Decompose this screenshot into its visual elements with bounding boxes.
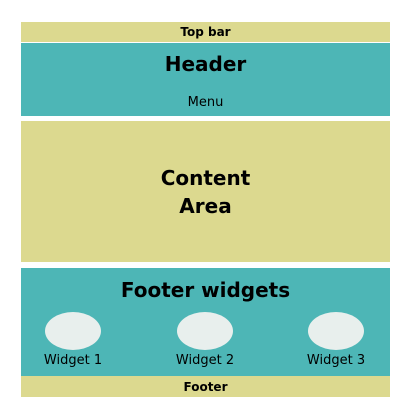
content-area: Content Area — [21, 121, 390, 262]
footer-label: Footer — [183, 379, 228, 394]
widget-1: Widget 1 — [33, 312, 113, 368]
content-area-title: Content Area — [160, 165, 251, 218]
footer-widgets: Footer widgets Widget 1 Widget 2 Widget … — [21, 268, 390, 376]
footer: Footer — [21, 376, 390, 397]
widget-2: Widget 2 — [165, 312, 245, 368]
widget-1-label: Widget 1 — [43, 353, 103, 368]
widget-3-oval — [308, 312, 364, 350]
header: Header Menu — [21, 43, 390, 116]
widget-3-label: Widget 3 — [306, 353, 366, 368]
widget-2-oval — [177, 312, 233, 350]
top-bar-label: Top bar — [180, 25, 231, 39]
menu-label: Menu — [187, 95, 224, 110]
widget-3: Widget 3 — [296, 312, 376, 368]
header-title: Header — [164, 52, 247, 76]
widget-1-oval — [45, 312, 101, 350]
top-bar: Top bar — [21, 22, 390, 42]
footer-widgets-title: Footer widgets — [120, 278, 291, 302]
widget-2-label: Widget 2 — [175, 353, 235, 368]
